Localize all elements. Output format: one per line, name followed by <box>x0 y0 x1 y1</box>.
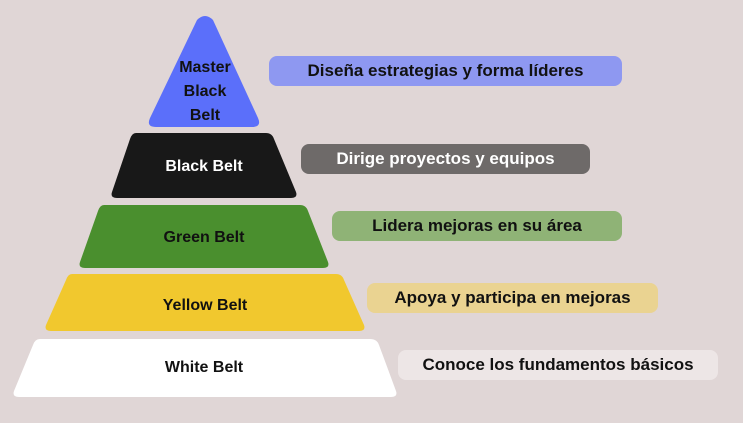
desc-green-belt: Lidera mejoras en su área <box>332 211 622 241</box>
tier-green-belt-label: Green Belt <box>164 229 246 246</box>
tier-white-belt-label: White Belt <box>165 359 244 376</box>
tier-master-black-belt-label-line-2: Black <box>184 83 227 100</box>
desc-black-belt: Dirige proyectos y equipos <box>301 144 590 174</box>
desc-yellow-belt: Apoya y participa en mejoras <box>367 283 658 313</box>
tier-master-black-belt-label-line-1: Master <box>179 59 231 76</box>
tier-master-black-belt-label-line-3: Belt <box>190 107 221 124</box>
desc-master-black-belt: Diseña estrategias y forma líderes <box>269 56 622 86</box>
tier-green-belt: Green Belt <box>79 205 329 268</box>
tier-green-belt-shape <box>79 205 329 268</box>
tier-white-belt: White Belt <box>13 339 397 397</box>
tier-yellow-belt-label: Yellow Belt <box>163 297 248 314</box>
tier-yellow-belt-shape <box>45 274 365 331</box>
tier-master-black-belt-shape <box>148 16 260 127</box>
tier-black-belt: Black Belt <box>111 133 297 198</box>
desc-white-belt: Conoce los fundamentos básicos <box>398 350 718 380</box>
tier-black-belt-shape <box>111 133 297 198</box>
tier-white-belt-shape <box>13 339 397 397</box>
tier-black-belt-label: Black Belt <box>165 158 243 175</box>
tier-yellow-belt: Yellow Belt <box>45 274 365 331</box>
tier-master-black-belt: Master Black Belt <box>148 16 260 127</box>
